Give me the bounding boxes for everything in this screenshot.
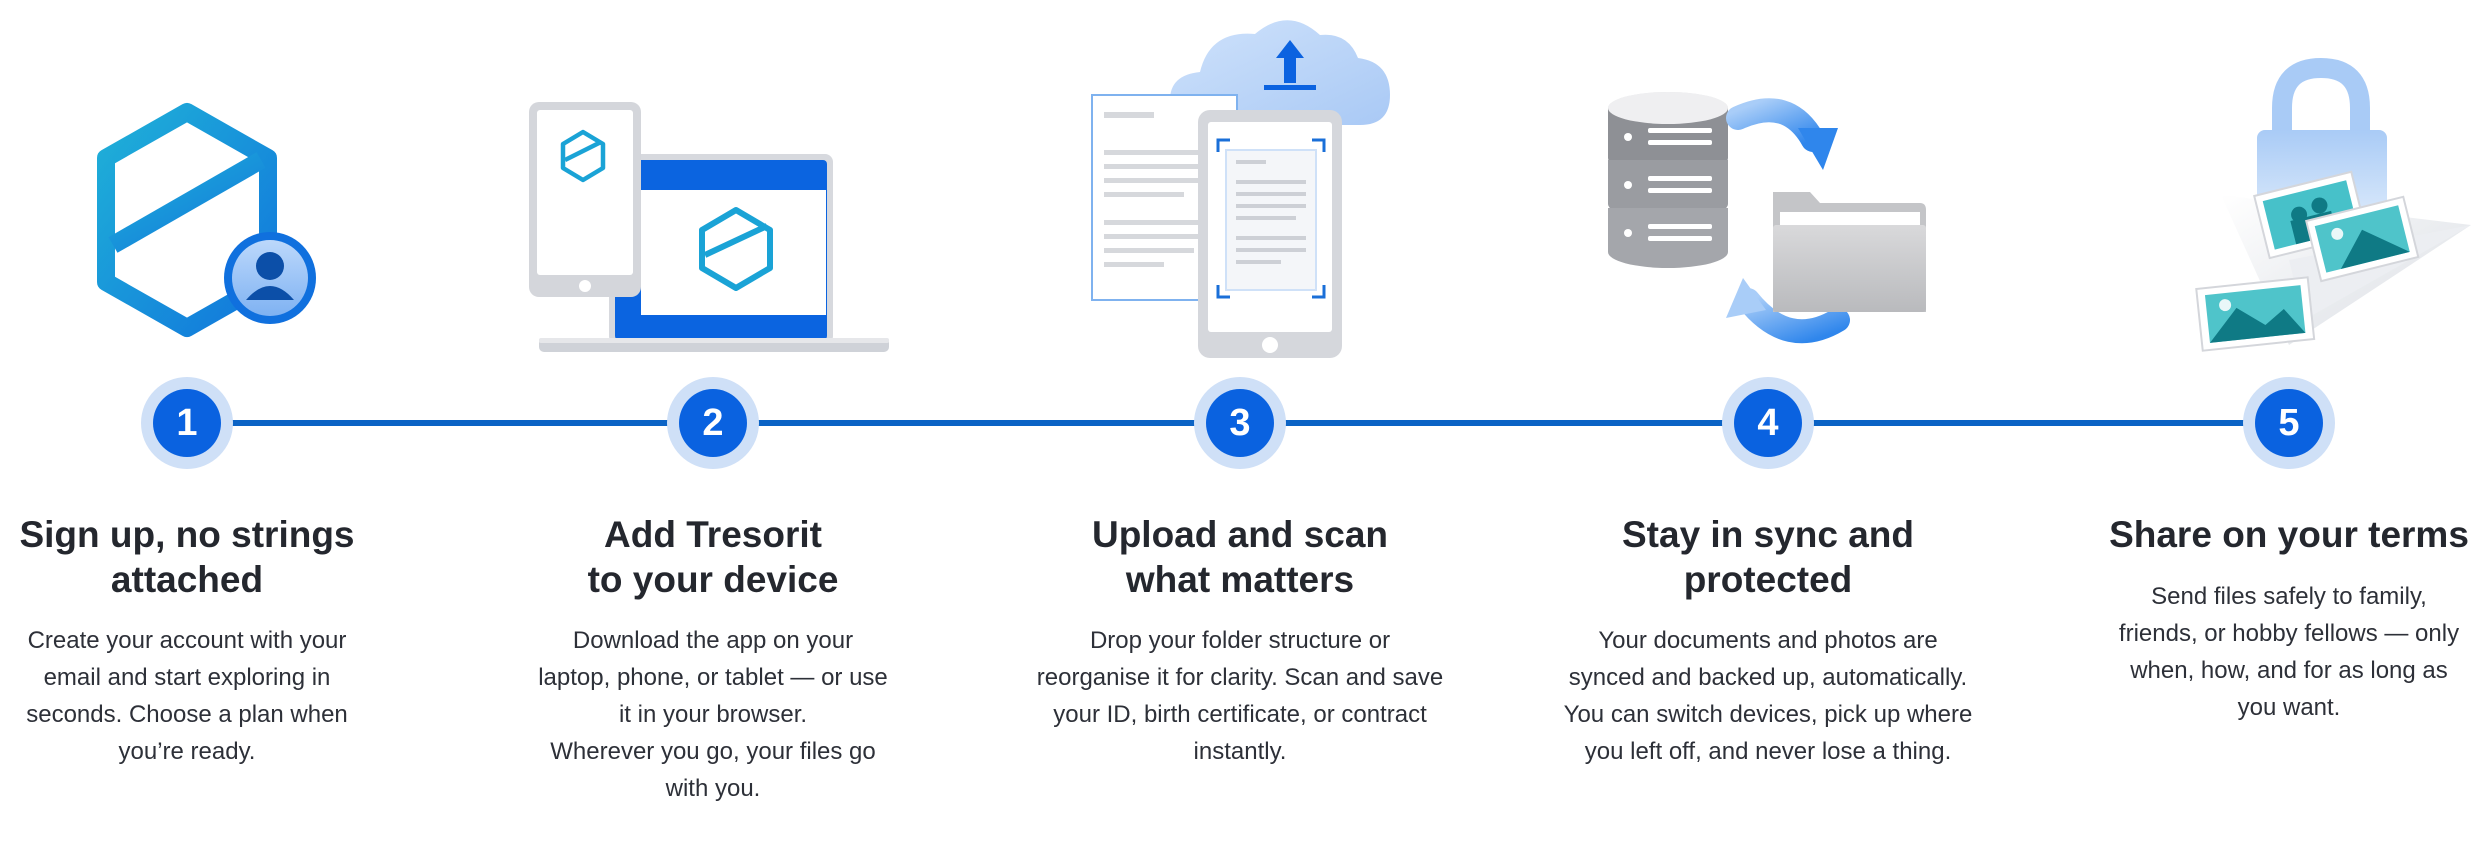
step-badge: 3 — [1194, 377, 1286, 469]
step-title: Stay in sync and protected — [1622, 514, 1914, 600]
step-4: 4 Stay in sync and protected Your docume… — [1548, 0, 1988, 855]
step-description: Create your account with your email and … — [26, 627, 348, 765]
step-title: Sign up, no strings attached — [19, 514, 355, 600]
step-2: 2 Add Tresorit to your device Download t… — [493, 0, 933, 855]
step-title: Share on your terms — [2109, 514, 2469, 555]
step-number: 5 — [2255, 389, 2323, 457]
step-number: 2 — [679, 389, 747, 457]
cloud-upload-scan-icon — [1091, 20, 1390, 358]
step-5: 5 Share on your terms Send files safely … — [2069, 0, 2481, 855]
step-1: 1 Sign up, no strings attached Create yo… — [0, 0, 407, 855]
hexagon-user-icon — [97, 103, 316, 337]
step-description: Download the app on your laptop, phone, … — [538, 627, 888, 802]
step-description: Your documents and photos are synced and… — [1563, 627, 1973, 765]
step-number: 4 — [1734, 389, 1802, 457]
step-badge: 1 — [141, 377, 233, 469]
step-description: Drop your folder structure or reorganise… — [1036, 627, 1444, 765]
step-badge: 4 — [1722, 377, 1814, 469]
step-description: Send files safely to family, friends, or… — [2118, 583, 2460, 721]
step-title: Upload and scan what matters — [1091, 514, 1389, 600]
devices-icon — [529, 102, 889, 352]
step-badge: 2 — [667, 377, 759, 469]
step-badge: 5 — [2243, 377, 2335, 469]
lock-share-photos-icon — [2195, 57, 2471, 352]
step-number: 3 — [1206, 389, 1274, 457]
step-number: 1 — [153, 389, 221, 457]
step-3: 3 Upload and scan what matters Drop your… — [1020, 0, 1460, 855]
server-sync-folder-icon — [1608, 92, 1926, 344]
step-title: Add Tresorit to your device — [587, 514, 839, 600]
